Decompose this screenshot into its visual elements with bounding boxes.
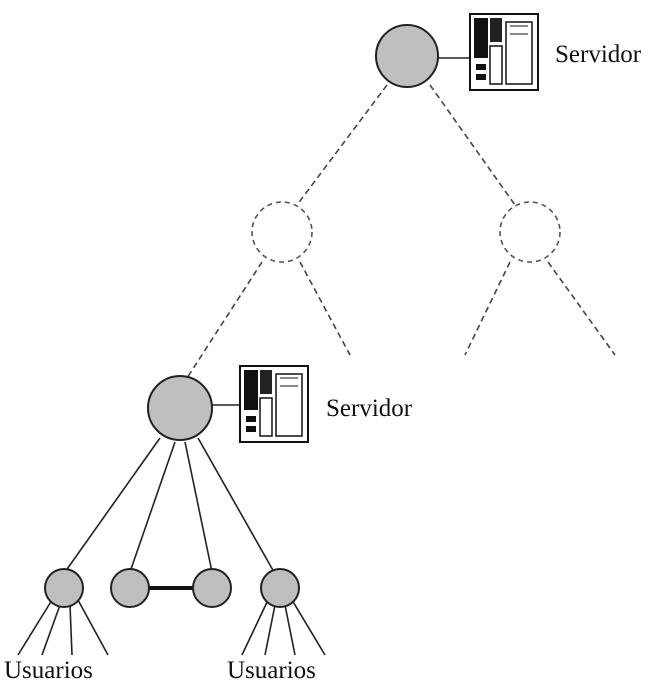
user-line-left-4 [77,599,109,656]
edge-left-child-to-mid-server [186,261,263,379]
leaf-node-1 [44,568,84,608]
left-child-node-inactive [251,201,313,263]
edge-left-child-right-branch [299,261,351,356]
user-line-right-1 [241,599,269,656]
edge-root-to-left-child [296,84,388,206]
right-child-node-inactive [499,201,561,263]
users-label-right: Usuarios [227,657,316,684]
mid-server-node [147,375,213,441]
server-tower-icon [469,13,539,91]
edge-right-child-left-branch [464,261,511,356]
root-node [375,24,439,88]
user-line-left-3 [69,604,73,656]
users-label-left: Usuarios [4,657,93,684]
edge-mid-to-leaf-1 [64,437,161,573]
edge-right-child-right-branch [547,261,616,356]
server-label-mid: Servidor [326,395,413,422]
user-line-left-2 [41,604,61,656]
server-label-top: Servidor [555,41,642,68]
user-line-right-4 [291,599,326,656]
leaf-node-3 [192,568,232,608]
edge-mid-to-leaf-2 [129,441,176,573]
user-line-right-2 [264,604,276,656]
leaf-node-2 [110,568,150,608]
leaf-node-4 [260,568,300,608]
edge-mid-to-leaf-3 [184,441,213,573]
user-line-left-1 [17,599,53,656]
edge-mid-to-leaf-4 [197,437,275,573]
edge-root-to-right-child [429,84,516,206]
server-tower-icon [239,365,309,443]
user-line-right-3 [284,604,296,656]
